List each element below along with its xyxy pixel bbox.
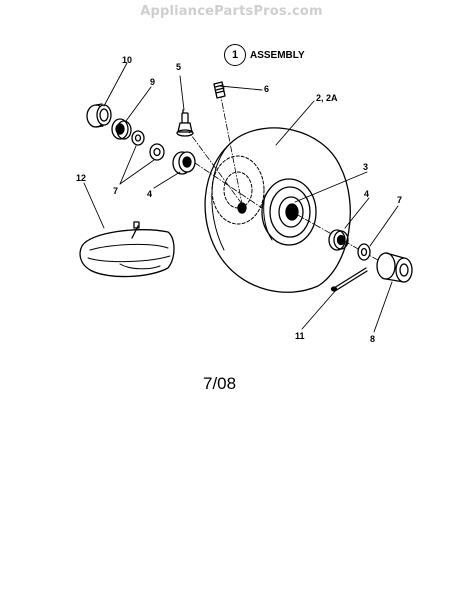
- callout-6: 6: [264, 84, 270, 94]
- rim-bore: [285, 203, 299, 221]
- callout-8: 8: [370, 334, 376, 344]
- watermark-text: AppliancePartsPros.com: [140, 4, 323, 19]
- rim-inner: [278, 196, 304, 228]
- tire-outline: [204, 127, 351, 293]
- callout-2-2a: 2, 2A: [316, 93, 338, 103]
- assembly-legend: 1 ASSEMBLY: [224, 44, 305, 66]
- rim-edge: [263, 194, 273, 241]
- part-7-washers-left: [131, 130, 165, 161]
- tire-hidden-hub: [211, 155, 265, 225]
- axis-lines: [185, 91, 393, 269]
- assembly-label: ASSEMBLY: [250, 49, 305, 61]
- part-7-washer-right: [357, 243, 371, 261]
- callout-7-left: 7: [113, 186, 119, 196]
- tire-hidden-bore: [223, 171, 253, 209]
- tire-valve-hole: [237, 202, 247, 214]
- callout-9: 9: [150, 77, 156, 87]
- part-12-inner-tube: [79, 221, 175, 278]
- callout-10: 10: [122, 55, 133, 65]
- part-4-bearing-left: [172, 151, 196, 175]
- part-11-cotter-pin: [330, 267, 368, 292]
- part-4-bearing-right: [328, 229, 349, 251]
- callout-4-left: 4: [147, 189, 153, 199]
- rim-mid: [269, 186, 311, 238]
- callout-3: 3: [363, 162, 369, 172]
- callout-4-right: 4: [364, 189, 370, 199]
- part-6-valve-cap: [213, 81, 226, 99]
- callout-12: 12: [76, 173, 87, 183]
- part-8-spacer: [376, 252, 413, 283]
- callout-7-right: 7: [397, 195, 403, 205]
- part-10-sleeve: [86, 103, 112, 128]
- assembly-number-badge: 1: [224, 44, 246, 66]
- tire-assembly: [204, 127, 351, 293]
- part-9-bearing: [111, 118, 132, 140]
- callout-5: 5: [176, 62, 182, 72]
- leader-lines: [83, 62, 399, 333]
- callout-11: 11: [295, 331, 305, 341]
- rim-outer: [261, 178, 317, 246]
- part-5-valve-stem: [176, 109, 194, 137]
- revision-date: 7/08: [203, 374, 237, 393]
